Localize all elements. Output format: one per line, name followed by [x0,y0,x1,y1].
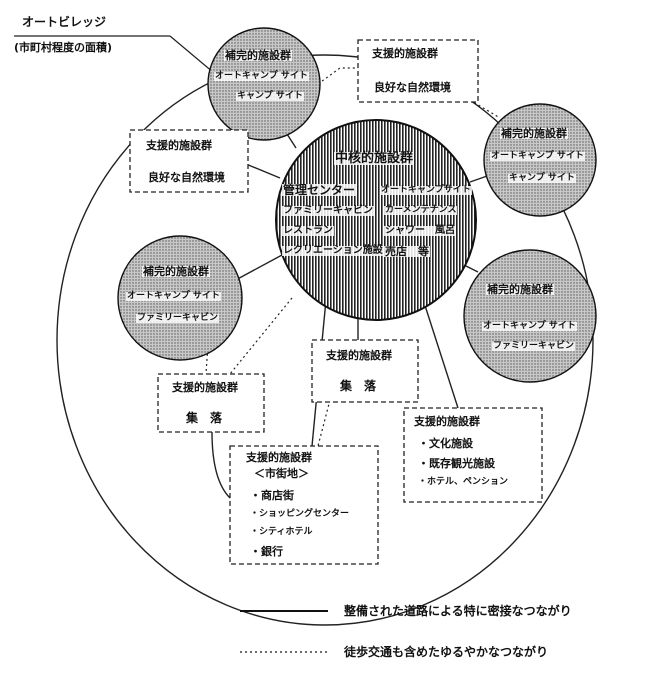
core-left-4: レクリエーション施設 [282,245,384,256]
support-left-title: 支援的施設群 [146,139,212,152]
core-left-1: 管理センター [282,183,357,197]
support-boxes [129,39,543,565]
support-lowleft-title: 支援的施設群 [172,381,238,394]
complement-left-item-2: ファミリーキャビン [136,313,220,323]
support-top-box [357,39,479,103]
outer-subtitle: (市町村程度の面積) [14,41,113,54]
dot-support-top-complement-right-top [469,99,501,119]
support-center-item-1: 集 落 [340,379,377,393]
core-circle [275,119,477,321]
core-left-3: レストラン [282,225,334,236]
complement-left-item-1: オートキャンプ サイト [126,291,221,301]
support-left-item-1: 良好な自然環境 [148,171,225,184]
core-right-4: 売店 等 [384,245,430,258]
support-bottom-subtitle: ＜市街地＞ [254,467,309,480]
support-center-title: 支援的施設群 [326,349,392,362]
complement-top-circle [207,27,321,141]
support-lowleft-box [157,373,265,433]
dot-support-center-support-bottom [317,399,331,447]
support-bottom-item-2: ・ショッピングセンター [250,509,350,519]
complement-right-top-title: 補完的施設群 [500,127,568,140]
complement-left-title: 補完的施設群 [142,265,210,278]
support-right-item-1: ・文化施設 [418,437,473,450]
legend-solid-label: 整備された道路による特に密接なつながり [344,604,572,618]
link-core-support-left [245,163,281,179]
support-right-box [403,407,543,503]
support-top-item-1: 良好な自然環境 [374,81,451,94]
support-left-box [129,129,249,193]
support-top-title: 支援的施設群 [372,47,438,60]
core-right-3: シャワー 風呂 [384,225,456,236]
complement-right-title: 補完的施設群 [486,283,554,296]
complement-right-item-1: オートキャンプ サイト [482,321,577,331]
link-core-complement-left [231,254,283,283]
support-bottom-item-3: ・シティホテル [250,527,313,537]
support-right-item-3: ・ホテル、ペンション [418,477,509,487]
support-right-title: 支援的施設群 [414,415,480,428]
core-left-2: ファミリーキャビン [282,205,374,216]
complement-top-item-1: オートキャンプ サイト [214,71,309,81]
outer-boundary-circle [56,54,594,626]
complement-top-item-2: キャンプ サイト [236,91,304,101]
core-title: 中核的施設群 [334,151,415,166]
support-bottom-item-4: ・銀行 [250,545,283,558]
support-bottom-box [229,445,379,565]
link-core-support-right [419,289,459,409]
support-bottom-title: 支援的施設群 [246,451,312,464]
dot-complement-top-support-top [317,67,358,85]
support-center-box [311,339,419,403]
support-lowleft-item-1: 集 落 [186,411,223,425]
outer-title: オートビレッジ [22,15,107,29]
complement-top-title: 補完的施設群 [224,49,292,62]
core-right-2: カーメンテナンス [384,205,458,215]
support-right-item-2: ・既存観光施設 [418,457,495,470]
complement-right-item-2: ファミリーキャビン [492,341,576,351]
complement-right-circle [463,249,597,383]
support-bottom-item-1: ・商店街 [250,489,294,502]
link-lowleft-bottom-arc [211,431,231,499]
legend-dotted-label: 徒歩交通も含めたゆるやかなつながり [344,645,549,659]
dot-core-support-lowleft [229,297,293,375]
complement-right-top-item-1: オートキャンプ サイト [490,151,585,161]
complement-right-top-item-2: キャンプ サイト [508,173,576,183]
core-right-1: オートキャンプサイト [380,185,472,195]
